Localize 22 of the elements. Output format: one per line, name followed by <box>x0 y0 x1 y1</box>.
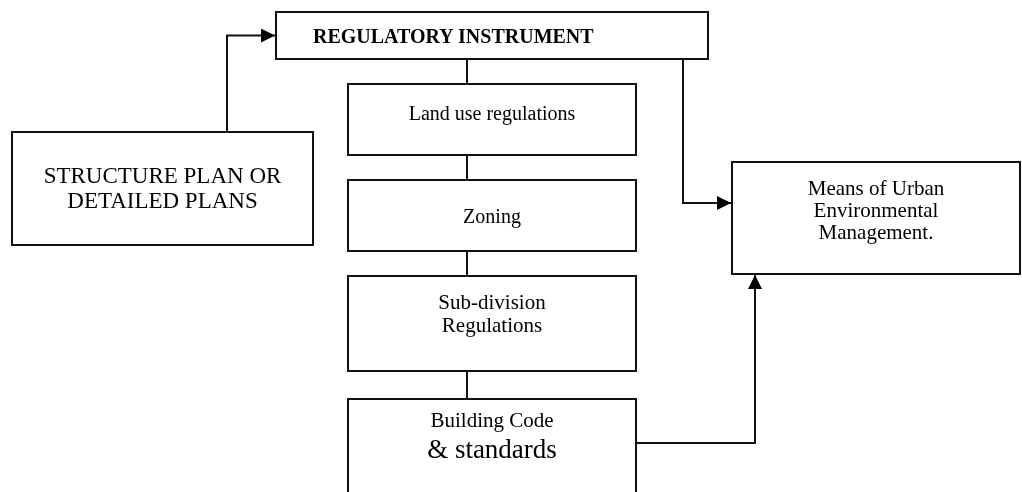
arrow <box>682 59 732 210</box>
process-box <box>347 275 637 372</box>
box-text: & standards <box>427 433 557 466</box>
arrow <box>226 28 276 132</box>
box-text: REGULATORY INSTRUMENT <box>313 23 594 49</box>
box-text: Land use regulations <box>408 101 576 127</box>
connector-line <box>466 251 468 276</box>
box-text: Means of Urban Environmental Management. <box>806 177 946 244</box>
box-text: Zoning <box>463 203 521 230</box>
process-box <box>11 131 314 246</box>
box-text: STRUCTURE PLAN OR DETAILED PLANS <box>42 164 283 213</box>
process-box <box>347 398 637 492</box>
arrow <box>636 274 762 444</box>
process-box <box>731 161 1021 275</box>
connector-line <box>466 155 468 180</box>
process-box <box>347 83 637 156</box>
connector-line <box>466 371 468 399</box>
connector-line <box>466 59 468 84</box>
process-box <box>347 179 637 252</box>
box-text: Building Code <box>430 408 554 434</box>
process-box <box>275 11 709 60</box>
box-text: Sub-division Regulations <box>437 291 547 338</box>
